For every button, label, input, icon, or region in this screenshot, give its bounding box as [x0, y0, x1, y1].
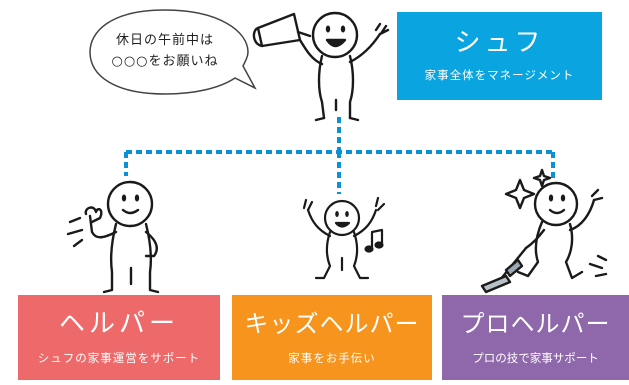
- chef-figure: [252, 11, 390, 122]
- sparkle-icon: [504, 168, 552, 210]
- bubble-line-2: ○○○をお願いね: [111, 54, 219, 69]
- kids-helper-figure: [302, 196, 386, 280]
- vacuum-cleaner-icon: [480, 246, 528, 294]
- helper-desc: シュフの家事運営をサポート: [37, 351, 201, 365]
- helper-title: ヘルパー: [58, 309, 179, 339]
- speech-bubble: [89, 9, 257, 95]
- helper-box: ヘルパー シュフの家事運営をサポート: [18, 295, 220, 380]
- chef-box: シュフ 家事全体をマネージメント: [397, 12, 602, 100]
- music-note-icon: [364, 228, 384, 253]
- megaphone-icon: [256, 12, 302, 48]
- kids-helper-desc: 家事をお手伝い: [288, 351, 376, 365]
- helper-figure: [66, 180, 160, 294]
- chef-desc: 家事全体をマネージメント: [424, 68, 575, 82]
- pro-helper-title: プロヘルパー: [460, 310, 611, 338]
- chef-title: シュフ: [454, 28, 545, 58]
- connector-lines: [124, 117, 555, 194]
- pro-helper-box: プロヘルパー プロの技で家事サポート: [442, 295, 629, 380]
- speech-bubble-text: 休日の午前中は ○○○をお願いね: [90, 30, 240, 72]
- pro-helper-figure: [480, 168, 608, 294]
- pro-helper-desc: プロの技で家事サポート: [472, 351, 599, 365]
- kids-helper-title: キッズヘルパー: [244, 310, 420, 338]
- bubble-line-1: 休日の午前中は: [115, 33, 214, 48]
- kids-helper-box: キッズヘルパー 家事をお手伝い: [232, 295, 432, 380]
